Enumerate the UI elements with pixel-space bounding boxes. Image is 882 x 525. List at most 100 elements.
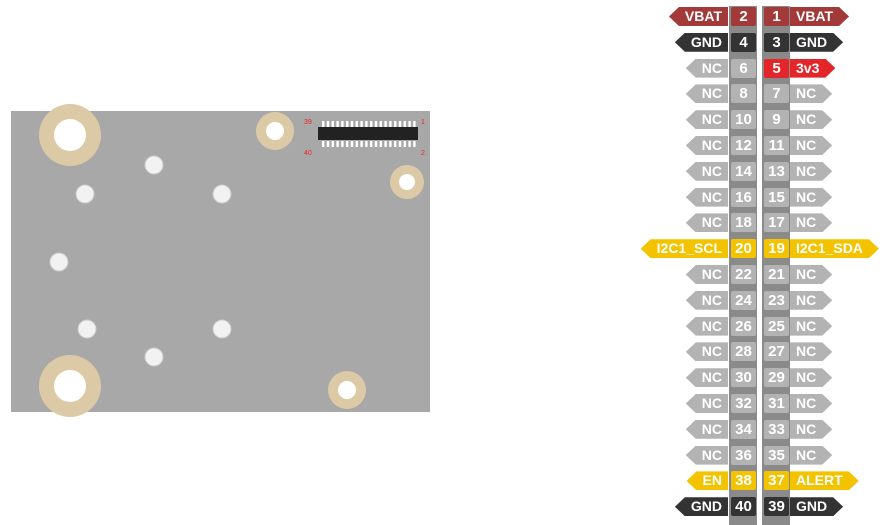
pin-37: 37	[764, 471, 789, 491]
pin-35: 35	[764, 445, 789, 465]
pin-39-label: GND	[790, 497, 843, 516]
pin-26-label: NC	[685, 316, 728, 336]
connector-pin	[413, 141, 416, 147]
connector-pin	[331, 141, 334, 147]
connector-pin	[360, 121, 363, 127]
pin-8: 8	[731, 84, 756, 104]
connector-pin	[322, 141, 325, 147]
pin-15: 15	[764, 187, 789, 207]
pin-5-label: 3v3	[790, 59, 835, 78]
pin-9-label: NC	[790, 110, 832, 129]
pin-6-label: NC	[685, 58, 728, 78]
pin-25: 25	[764, 316, 789, 336]
connector-pin	[389, 121, 392, 127]
connector-pin	[374, 141, 378, 147]
pin-4: 4	[731, 32, 756, 52]
connector-pin	[346, 121, 349, 127]
pin-29: 29	[764, 368, 789, 388]
pin-40-label: GND	[674, 497, 728, 517]
pin-16: 16	[731, 187, 756, 207]
connector-pin	[394, 141, 397, 147]
pin-21: 21	[764, 265, 789, 284]
connector-pin	[374, 121, 378, 127]
pin-33-label: NC	[790, 420, 832, 439]
pin-20-label: I2C1_SCL	[640, 239, 728, 259]
pin-31-label: NC	[790, 394, 832, 413]
pin-32-label: NC	[685, 394, 728, 413]
pin-14-label: NC	[685, 161, 728, 181]
connector-pin	[365, 141, 368, 147]
pin-2-label: VBAT	[668, 7, 728, 26]
pin-13: 13	[764, 161, 789, 181]
pin-22-label: NC	[685, 265, 728, 284]
connector-pin	[370, 141, 373, 147]
pin-1-label: VBAT	[790, 7, 849, 26]
connector-pin	[350, 121, 354, 127]
connector-pin	[398, 141, 402, 147]
connector-pin	[370, 121, 373, 127]
connector-pin	[408, 141, 411, 147]
pin-25-label: NC	[790, 317, 832, 336]
pin-23: 23	[764, 290, 789, 310]
connector-pin	[322, 121, 325, 127]
pin-36-label: NC	[685, 445, 728, 465]
pin-28-label: NC	[685, 342, 728, 362]
connector-pin	[341, 141, 344, 147]
pin-18-label: NC	[685, 213, 728, 233]
pin-26: 26	[731, 316, 756, 336]
connector-pin	[389, 141, 392, 147]
pin-28: 28	[731, 342, 756, 362]
connector-pin	[341, 121, 344, 127]
pin-30: 30	[731, 368, 756, 388]
pin-22: 22	[731, 265, 756, 284]
pin-5: 5	[764, 58, 789, 78]
pin-16-label: NC	[685, 187, 728, 207]
pin-12: 12	[731, 136, 756, 155]
pin-37-label: ALERT	[790, 471, 859, 490]
connector-pin	[336, 141, 339, 147]
pin-31: 31	[764, 394, 789, 413]
board-diagram: 39 1 40 2	[11, 104, 430, 417]
pin-17-label: NC	[790, 213, 832, 232]
connector-pin	[350, 141, 354, 147]
board-connector: 39 1 40 2	[304, 119, 425, 157]
pin-20: 20	[731, 239, 756, 259]
pin-4-label: GND	[674, 32, 728, 52]
pin-34-label: NC	[685, 419, 728, 439]
pin-39: 39	[764, 497, 789, 517]
connector-pin	[379, 141, 382, 147]
pin-7: 7	[764, 84, 789, 104]
pin-35-label: NC	[790, 446, 832, 465]
connector-pin	[384, 121, 387, 127]
screw-pads	[49, 155, 232, 367]
connector-pin	[403, 121, 406, 127]
pin-29-label: NC	[790, 368, 832, 387]
pin-15-label: NC	[790, 188, 832, 207]
pin-13-label: NC	[790, 162, 832, 181]
pin-6: 6	[731, 58, 756, 78]
connector-label-2: 2	[421, 150, 425, 157]
connector-pin	[355, 121, 358, 127]
connector-pin	[326, 141, 330, 147]
pin-24: 24	[731, 290, 756, 310]
pin-18: 18	[731, 213, 756, 233]
pin-12-label: NC	[685, 136, 728, 155]
pin-9: 9	[764, 110, 789, 130]
pin-21-label: NC	[790, 265, 832, 284]
pin-23-label: NC	[790, 291, 832, 310]
connector-pin	[408, 121, 411, 127]
pin-1: 1	[764, 7, 789, 26]
connector-pin	[331, 121, 334, 127]
pin-33: 33	[764, 419, 789, 439]
pin-24-label: NC	[685, 290, 728, 310]
pin-3: 3	[764, 32, 789, 52]
pin-38: 38	[731, 471, 756, 491]
pin-7-label: NC	[790, 84, 832, 103]
connector-pin	[360, 141, 363, 147]
pin-30-label: NC	[685, 368, 728, 388]
pin-27-label: NC	[790, 342, 832, 361]
connector-pin	[326, 121, 330, 127]
connector-pin	[365, 121, 368, 127]
pin-14: 14	[731, 161, 756, 181]
pin-34: 34	[731, 419, 756, 439]
